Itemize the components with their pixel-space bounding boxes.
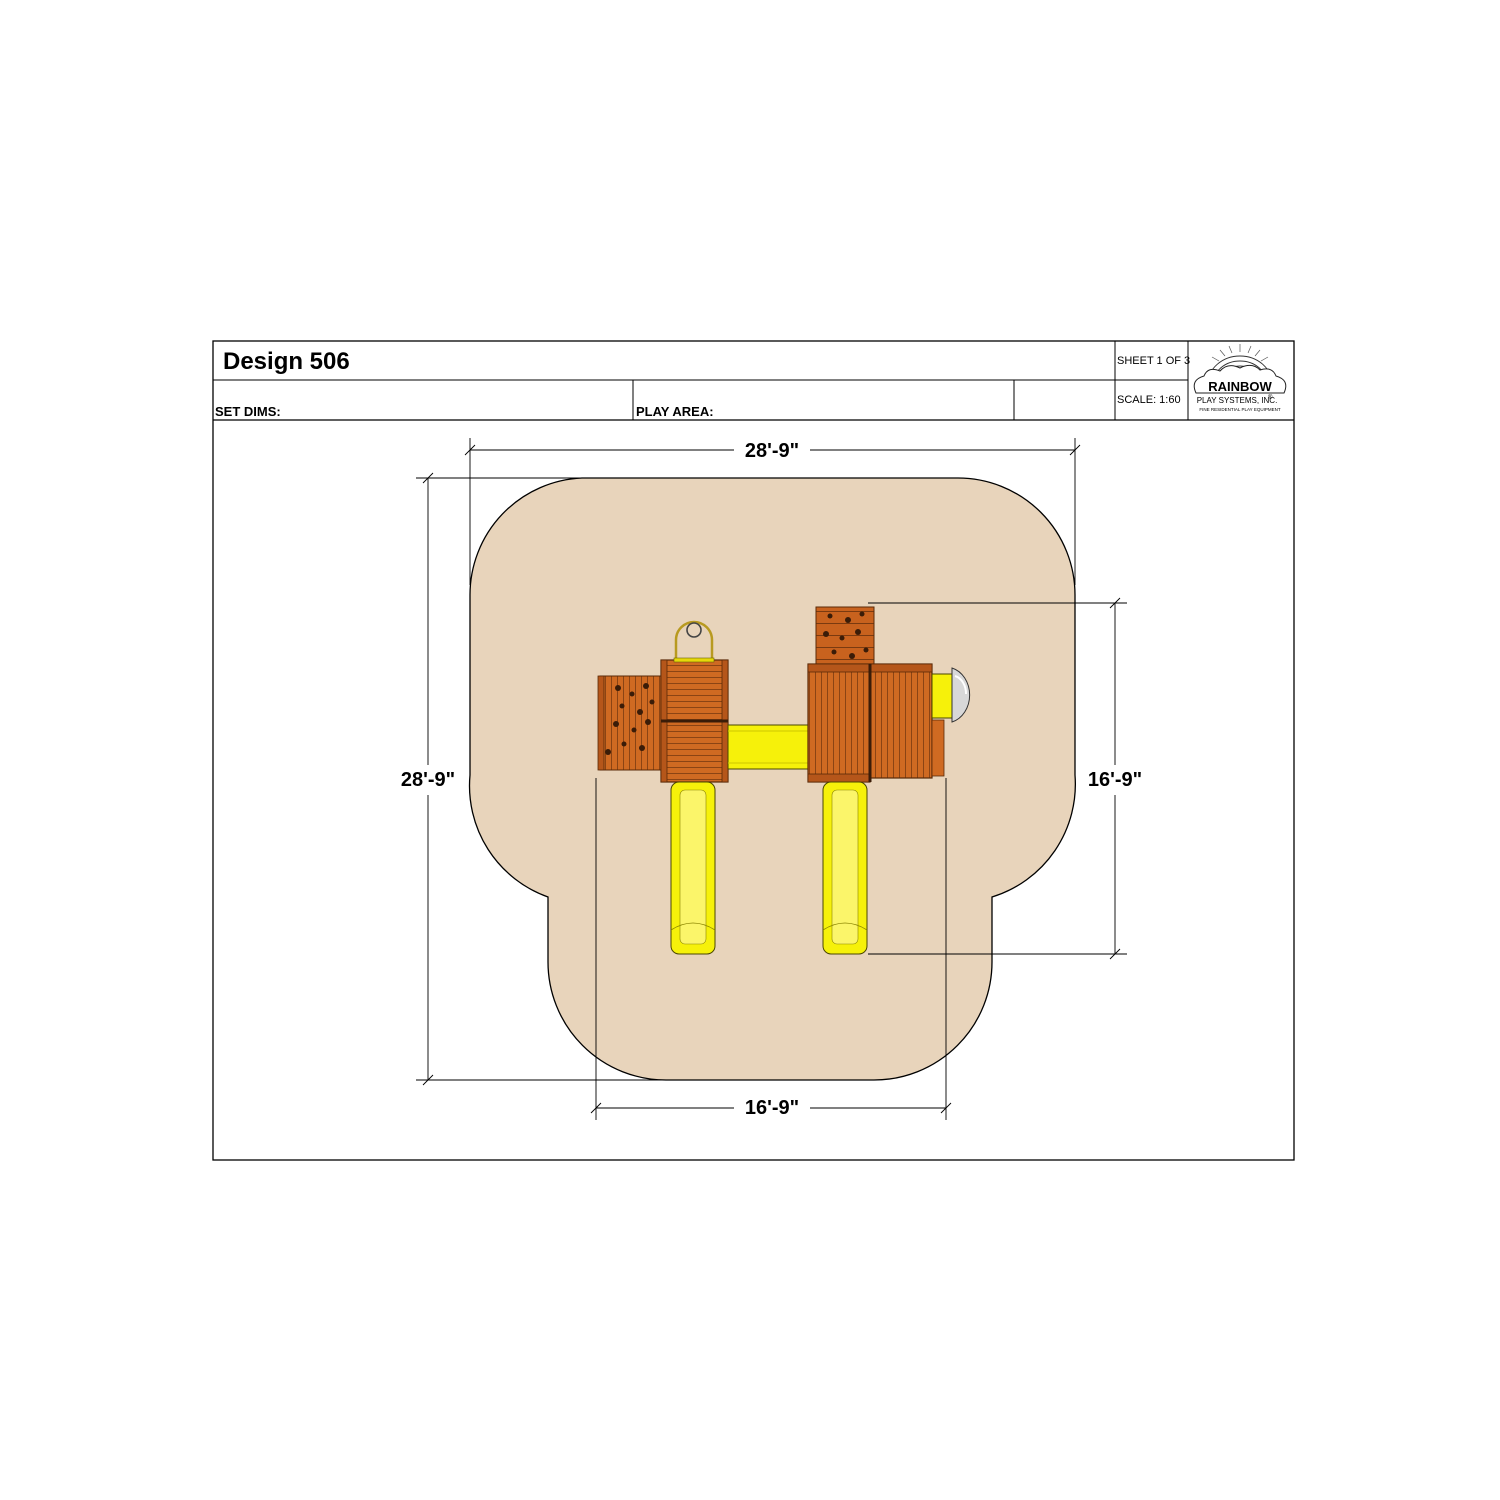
right-tower (807, 663, 945, 783)
rock-wall-left (597, 675, 663, 771)
rainbow-logo: RAINBOW PLAY SYSTEMS, INC. ® FINE RESIDE… (1193, 344, 1287, 412)
sheet-border (212, 340, 1295, 1161)
slide-right (822, 781, 868, 955)
play-area-width-dimension: 28'-9" (745, 440, 799, 462)
tube-bridge (727, 724, 810, 770)
play-area-label: PLAY AREA: (636, 404, 714, 419)
dome-icon (951, 667, 971, 723)
sheet-number: SHEET 1 OF 3 (1117, 355, 1190, 367)
climbing-holds (605, 683, 655, 755)
logo-brand: RAINBOW (1208, 379, 1272, 394)
play-area (468, 477, 1077, 1081)
sun-rays-icon (1211, 344, 1269, 362)
dimension-lines (416, 438, 1127, 1120)
set-width-dimension: 16'-9" (745, 1097, 799, 1119)
set-dims-label: SET DIMS: (215, 404, 281, 419)
rock-wall-right (815, 606, 875, 666)
play-structure (597, 606, 971, 955)
set-depth-dimension: 16'-9" (1088, 769, 1142, 791)
logo-registered: ® (1268, 394, 1273, 401)
logo-tagline: FINE RESIDENTIAL PLAY EQUIPMENT (1199, 407, 1280, 412)
logo-company: PLAY SYSTEMS, INC. (1197, 396, 1278, 405)
slide-left (670, 781, 716, 955)
drawing-scale: SCALE: 1:60 (1117, 394, 1181, 406)
play-area-depth-dimension: 28'-9" (401, 769, 455, 791)
periscope (931, 667, 971, 723)
design-title: Design 506 (223, 348, 350, 375)
left-tower (660, 620, 729, 783)
trapeze-ring-icon (674, 620, 714, 662)
climbing-holds (823, 611, 869, 659)
title-block: Design 506 SHEET 1 OF 3 SCALE: 1:60 SET … (212, 340, 1295, 1161)
cloud-icon (1193, 364, 1287, 394)
